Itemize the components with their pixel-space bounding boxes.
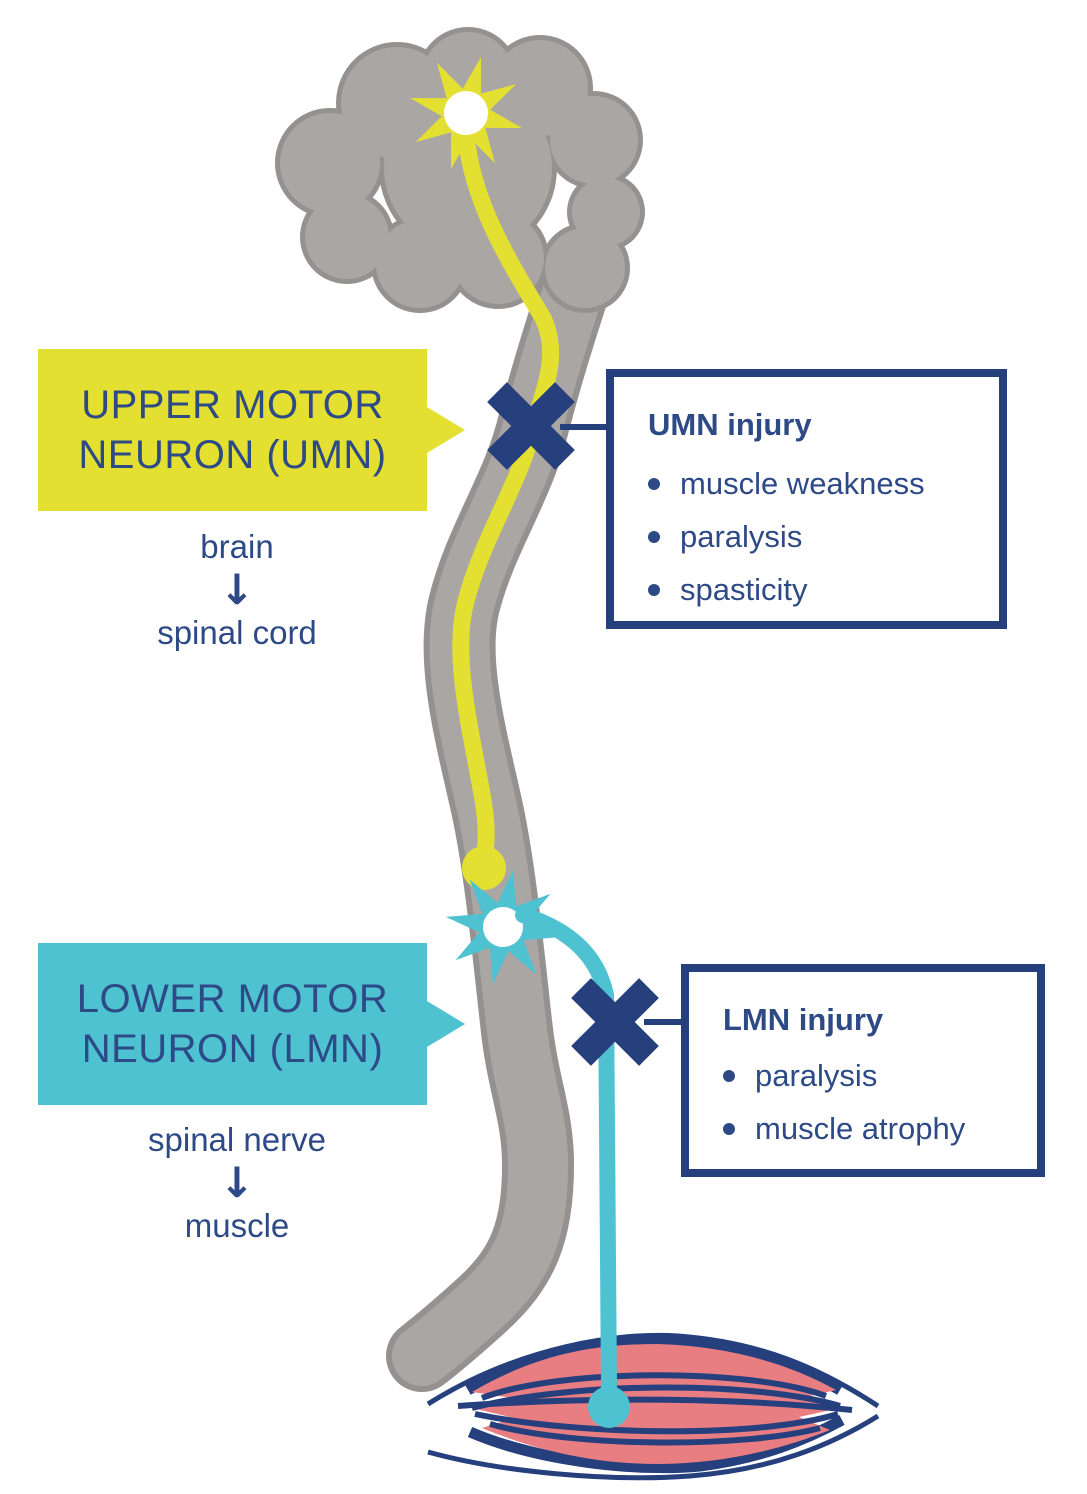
lmn-flow: spinal nerve ↓ muscle [77, 1120, 397, 1246]
umn-injury-x-icon [487, 382, 575, 470]
down-arrow-icon: ↓ [219, 1158, 255, 1207]
lmn-label-line1: LOWER MOTOR [76, 977, 389, 1021]
umn-injury-list: muscle weakness paralysis spasticity [648, 457, 983, 616]
list-item: paralysis [723, 1049, 1021, 1102]
umn-label-line2: NEURON (UMN) [78, 433, 387, 477]
list-item: muscle atrophy [723, 1102, 1021, 1155]
bullet-dot-icon [648, 583, 660, 596]
lmn-axon [515, 907, 630, 1428]
bullet-dot-icon [648, 530, 660, 543]
umn-label-line1: UPPER MOTOR [81, 383, 384, 427]
umn-axon-terminal-icon [462, 846, 506, 890]
lmn-injury-box: LMN injury paralysis muscle atrophy [681, 964, 1045, 1177]
lmn-injury-x-icon [571, 978, 659, 1066]
umn-flow-from: brain [200, 528, 274, 565]
umn-flow: brain ↓ spinal cord [77, 527, 397, 653]
neuromuscular-junction-icon [588, 1386, 630, 1428]
lmn-flow-to: muscle [184, 1207, 290, 1244]
muscle-icon [426, 1332, 880, 1481]
lmn-neuron-icon [445, 869, 561, 985]
list-item: muscle weakness [648, 457, 983, 510]
bullet-dot-icon [648, 477, 660, 490]
umn-callout-pointer-icon [427, 407, 465, 453]
lmn-callout-pointer-icon [427, 1001, 465, 1047]
umn-label-callout: UPPER MOTOR NEURON (UMN) [38, 349, 427, 511]
umn-axon [452, 126, 560, 890]
umn-flow-to: spinal cord [157, 614, 317, 651]
lmn-injury-title: LMN injury [723, 1002, 884, 1037]
lmn-label-callout: LOWER MOTOR NEURON (LMN) [38, 943, 427, 1105]
bullet-dot-icon [723, 1069, 735, 1082]
list-item: paralysis [648, 510, 983, 563]
down-arrow-icon: ↓ [219, 565, 255, 614]
umn-neuron-icon [409, 56, 523, 170]
umn-injury-title: UMN injury [648, 407, 812, 442]
lmn-label-line2: NEURON (LMN) [81, 1027, 384, 1071]
brain-icon [275, 27, 645, 313]
bullet-dot-icon [723, 1122, 735, 1135]
umn-injury-box: UMN injury muscle weakness paralysis spa… [606, 369, 1007, 629]
lmn-injury-list: paralysis muscle atrophy [723, 1049, 1021, 1155]
list-item: spasticity [648, 563, 983, 616]
lmn-flow-from: spinal nerve [148, 1121, 326, 1158]
